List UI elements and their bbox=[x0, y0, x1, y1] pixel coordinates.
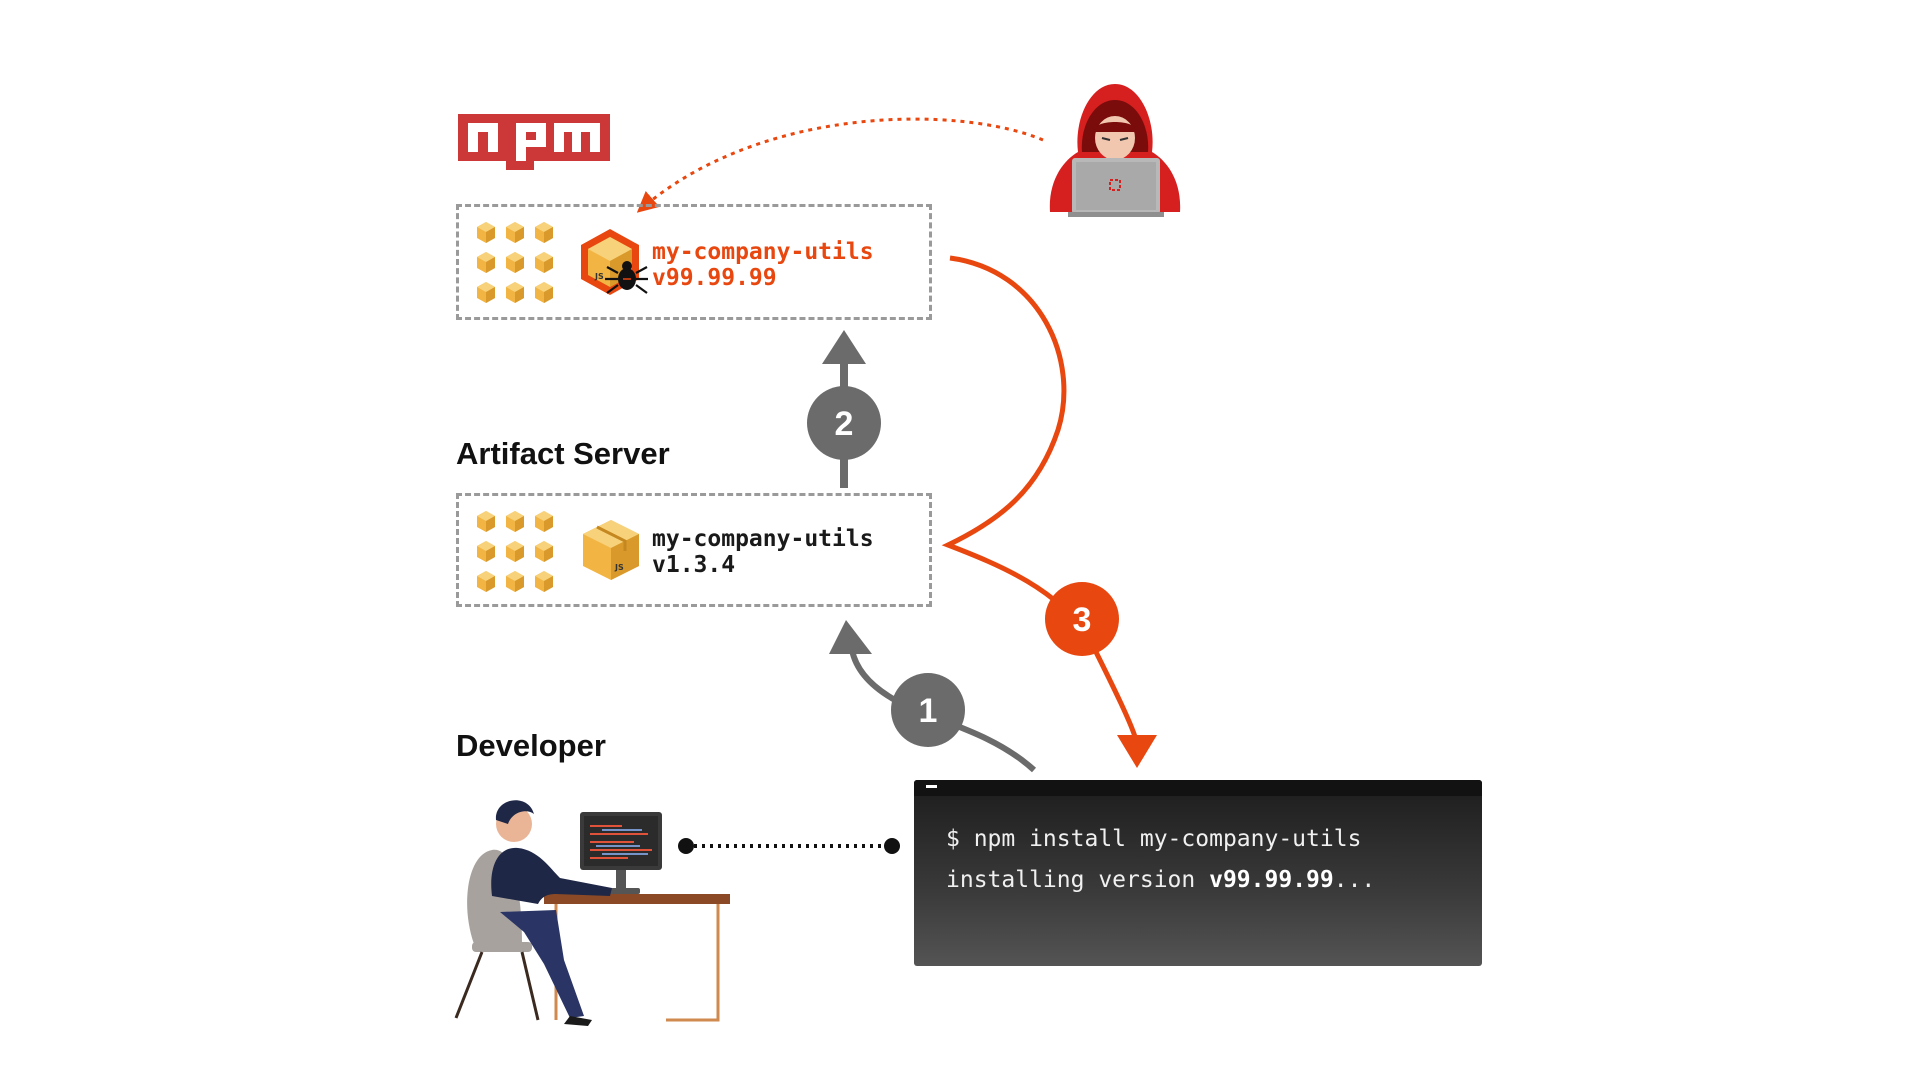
step-1-badge: 1 bbox=[891, 673, 965, 747]
package-grid bbox=[477, 222, 553, 303]
artifact-package-name: my-company-utils bbox=[652, 526, 874, 552]
step3-arrow bbox=[941, 255, 1157, 768]
package-icon bbox=[477, 511, 495, 532]
svg-text:JS: JS bbox=[594, 272, 604, 281]
terminal-command: $ npm install my-company-utils bbox=[946, 826, 1362, 852]
svg-text:JS: JS bbox=[614, 563, 624, 572]
package-icon: JS bbox=[583, 520, 639, 580]
npm-logo bbox=[458, 114, 610, 170]
package-icon bbox=[477, 222, 495, 243]
terminal-output-prefix: installing version bbox=[946, 867, 1210, 893]
svg-text:1: 1 bbox=[919, 692, 938, 730]
artifact-server-heading: Artifact Server bbox=[456, 436, 670, 471]
terminal-title-bar bbox=[914, 780, 1482, 796]
step-3-badge: 3 bbox=[1045, 582, 1119, 656]
svg-text:2: 2 bbox=[835, 405, 854, 443]
bug-icon bbox=[605, 261, 648, 294]
developer-heading: Developer bbox=[456, 728, 606, 763]
attacker-publish-arrow bbox=[636, 117, 1044, 213]
developer-terminal-link bbox=[678, 838, 900, 854]
terminal-output-suffix: ... bbox=[1333, 867, 1376, 893]
artifact-package-version: v1.3.4 bbox=[652, 552, 736, 578]
terminal-output-version: v99.99.99 bbox=[1209, 867, 1334, 893]
registry-package-version: v99.99.99 bbox=[652, 265, 777, 291]
terminal-minimize-icon[interactable] bbox=[926, 785, 937, 788]
package-grid bbox=[477, 511, 553, 592]
malicious-package-icon: JS bbox=[581, 229, 648, 295]
svg-text:3: 3 bbox=[1073, 601, 1092, 639]
step-2-badge: 2 bbox=[807, 386, 881, 460]
hacker-icon bbox=[1040, 80, 1190, 220]
registry-package-name: my-company-utils bbox=[652, 239, 874, 265]
artifact-server-box: JS my-company-utils v1.3.4 bbox=[456, 493, 932, 607]
developer-icon bbox=[452, 784, 742, 1026]
terminal-output: installing version v99.99.99... bbox=[946, 867, 1375, 893]
terminal-window: $ npm install my-company-utils installin… bbox=[914, 780, 1482, 966]
npm-registry-box: JS my-company-utils v99.99.99 bbox=[456, 204, 932, 320]
